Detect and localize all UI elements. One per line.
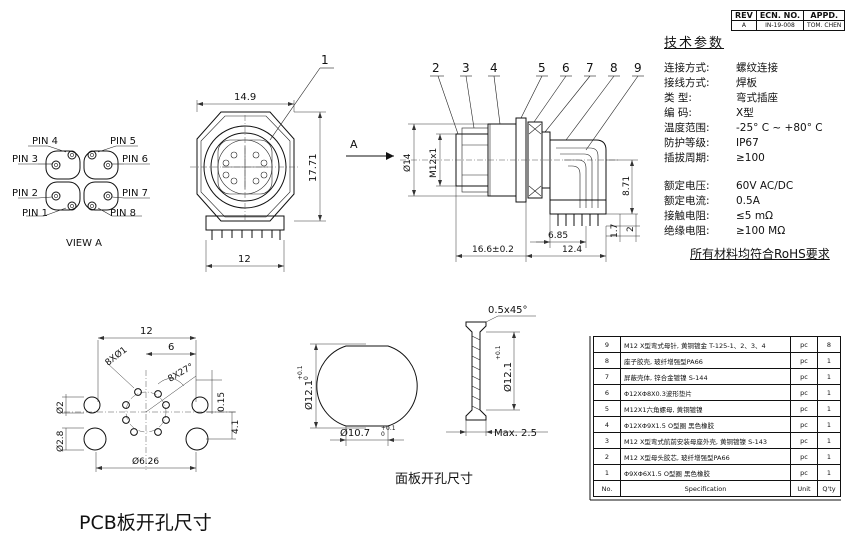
dim-8x1: 8XØ1 bbox=[103, 344, 129, 368]
pcb-hole-pattern: 12 6 8XØ1 8X27° 0.15 bbox=[55, 326, 241, 472]
dim-pcb-12: 12 bbox=[140, 326, 153, 337]
appd-value: TOM. CHEN bbox=[803, 20, 846, 31]
dim-d14: Ø14 bbox=[402, 153, 413, 172]
dim-1-7: 1.7 bbox=[610, 224, 620, 238]
rev-header: REV bbox=[731, 10, 757, 21]
dim-4-1: 4.1 bbox=[231, 420, 241, 434]
pin-2-label: PIN 2 bbox=[12, 188, 38, 199]
view-a-label: VIEW A bbox=[66, 238, 102, 249]
dim-8-71: 8.71 bbox=[622, 176, 632, 196]
dim-2: 2 bbox=[626, 226, 636, 232]
spec-row: 插拔周期:≥100 bbox=[664, 152, 765, 164]
specs-title: 技术参数 bbox=[664, 36, 725, 51]
callout-6: 6 bbox=[562, 61, 570, 75]
spec-row: 额定电压:60V AC/DC bbox=[664, 180, 794, 192]
pin-4-label: PIN 4 bbox=[32, 136, 58, 147]
callout-1: 1 bbox=[321, 53, 329, 67]
callout-5: 5 bbox=[538, 61, 546, 75]
front-view: 1 14.9 17.71 12 bbox=[190, 53, 334, 272]
pin-6-label: PIN 6 bbox=[122, 154, 148, 165]
dim-pcb-6: 6 bbox=[168, 342, 174, 353]
pin-8-label: PIN 8 bbox=[110, 208, 136, 219]
callout-9: 9 bbox=[634, 61, 642, 75]
side-view: A bbox=[346, 61, 644, 262]
dim-16-6: 16.6±0.2 bbox=[472, 245, 514, 255]
dim-chamfer: 0.5x45° bbox=[488, 305, 528, 316]
dim-0-15: 0.15 bbox=[217, 392, 227, 412]
pin-1-label: PIN 1 bbox=[22, 208, 48, 219]
spec-row: 连接方式:螺纹连接 bbox=[664, 62, 778, 74]
dim-max: Max. 2.5 bbox=[494, 428, 537, 439]
pcb-small-holes bbox=[122, 388, 170, 436]
tol-d10-7-upper: +0.1 bbox=[381, 425, 396, 432]
pcb-cutout-caption: PCB板开孔尺寸 bbox=[79, 512, 212, 534]
tol-d12-1-lower: 0 bbox=[303, 376, 310, 380]
appd-header: APPD. bbox=[803, 10, 846, 21]
callout-4: 4 bbox=[490, 61, 498, 75]
dim-6-85: 6.85 bbox=[548, 231, 568, 241]
pin-5-label: PIN 5 bbox=[110, 136, 136, 147]
dim-d2-8: Ø2.8 bbox=[55, 430, 66, 452]
technical-specs: 技术参数 连接方式:螺纹连接 接线方式:焊板 类 型:弯式插座 编 码:X型 温… bbox=[664, 32, 854, 262]
spec-row: 温度范围:-25° C ~ +80° C bbox=[664, 122, 823, 134]
revision-block: REV ECN. NO. APPD. A IN-19-008 TOM. CHEN bbox=[731, 10, 846, 31]
spec-row: 防护等级:IP67 bbox=[664, 137, 759, 149]
dim-8x27: 8X27° bbox=[167, 362, 196, 385]
callout-2: 2 bbox=[432, 61, 440, 75]
spec-row: 编 码:X型 bbox=[664, 107, 754, 119]
ecn-header: ECN. NO. bbox=[755, 10, 805, 21]
ecn-value: IN-19-008 bbox=[755, 20, 805, 31]
tol-d12-1-upper: +0.1 bbox=[297, 365, 304, 380]
dim-12-front: 12 bbox=[238, 254, 251, 265]
tol-panel-upper: +0.1 bbox=[495, 345, 502, 360]
dim-d12-1: Ø12.1 bbox=[303, 380, 315, 410]
view-arrow-label: A bbox=[350, 138, 358, 151]
pcb-mount-holes bbox=[83, 396, 209, 451]
dim-14-9: 14.9 bbox=[234, 92, 256, 103]
spec-row: 接线方式:焊板 bbox=[664, 77, 757, 89]
pin-7-label: PIN 7 bbox=[122, 188, 148, 199]
dim-12-4: 12.4 bbox=[562, 245, 582, 255]
dim-17-71: 17.71 bbox=[308, 153, 319, 182]
panel-cutout: Ø12.1 +0.1 0 Ø10.7 +0.1 0 0.5x45° Ø12.1 … bbox=[297, 305, 548, 446]
dim-d6-26: Ø6.26 bbox=[132, 456, 159, 467]
callout-8: 8 bbox=[610, 61, 618, 75]
panel-cutout-caption: 面板开孔尺寸 bbox=[395, 472, 474, 487]
dim-d12-1-panel: Ø12.1 bbox=[502, 362, 514, 392]
spec-row: 绝缘电阻:≥100 MΩ bbox=[664, 225, 786, 237]
dim-d2: Ø2 bbox=[55, 401, 66, 414]
spec-row: 接触电阻:≤5 mΩ bbox=[664, 210, 774, 222]
view-a: PIN 4 PIN 3 PIN 2 PIN 1 PIN 5 PIN 6 PIN … bbox=[12, 136, 150, 249]
view-a-pin-holes bbox=[51, 150, 113, 211]
callout-7: 7 bbox=[586, 61, 594, 75]
rev-value: A bbox=[731, 20, 757, 31]
dim-m12x1: M12x1 bbox=[429, 148, 439, 178]
spec-row: 类 型:弯式插座 bbox=[664, 92, 778, 104]
tol-d10-7-lower: 0 bbox=[381, 431, 385, 438]
dim-d10-7: Ø10.7 bbox=[340, 427, 370, 439]
spec-row: 额定电流:0.5A bbox=[664, 195, 760, 207]
pin-3-label: PIN 3 bbox=[12, 154, 38, 165]
rohs-note: 所有材料均符合RoHS要求 bbox=[690, 247, 830, 261]
callout-3: 3 bbox=[462, 61, 470, 75]
